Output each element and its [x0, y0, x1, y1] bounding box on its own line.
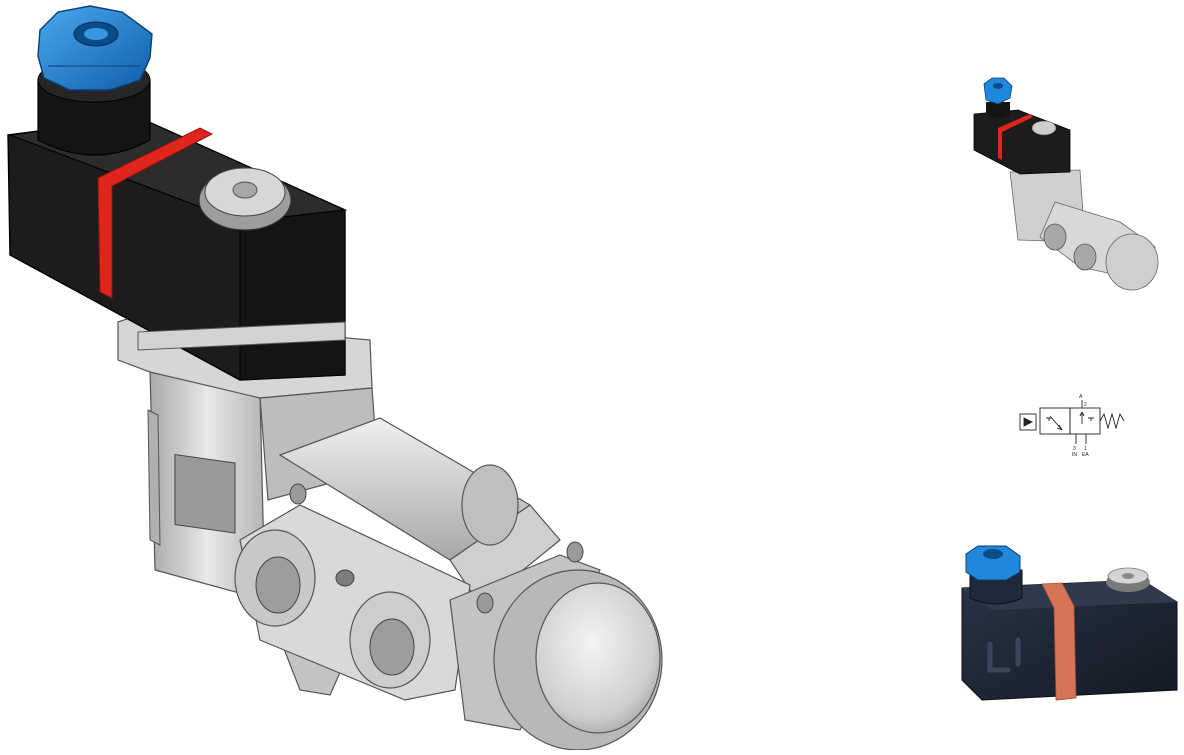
connector-cap-icon — [37, 5, 153, 91]
port-exhaust-number: 1 — [1084, 446, 1087, 452]
actuator-body — [234, 417, 663, 751]
valve-assembly-drawing — [7, 5, 663, 751]
port-a-label: A — [1079, 394, 1083, 400]
valve-assembly-main-view — [7, 5, 663, 751]
valve-schematic-symbol: A 2 3 IN 1 EA — [1019, 394, 1125, 458]
solenoid-coil — [7, 117, 348, 381]
valve-thumbnail[interactable] — [960, 72, 1170, 302]
port-inlet-number: 3 — [1073, 446, 1076, 452]
brand-logo-icon — [987, 637, 1021, 673]
port-inlet-label: IN — [1072, 452, 1077, 458]
pneumatic-symbol-thumbnail[interactable]: A 2 3 IN 1 EA — [1010, 388, 1140, 462]
coil-photo-drawing — [961, 545, 1178, 701]
valve-thumbnail-drawing — [973, 77, 1159, 291]
coil-photo-thumbnail[interactable] — [952, 540, 1184, 710]
port-a-number: 2 — [1084, 402, 1087, 408]
port-exhaust-label: EA — [1082, 452, 1089, 458]
